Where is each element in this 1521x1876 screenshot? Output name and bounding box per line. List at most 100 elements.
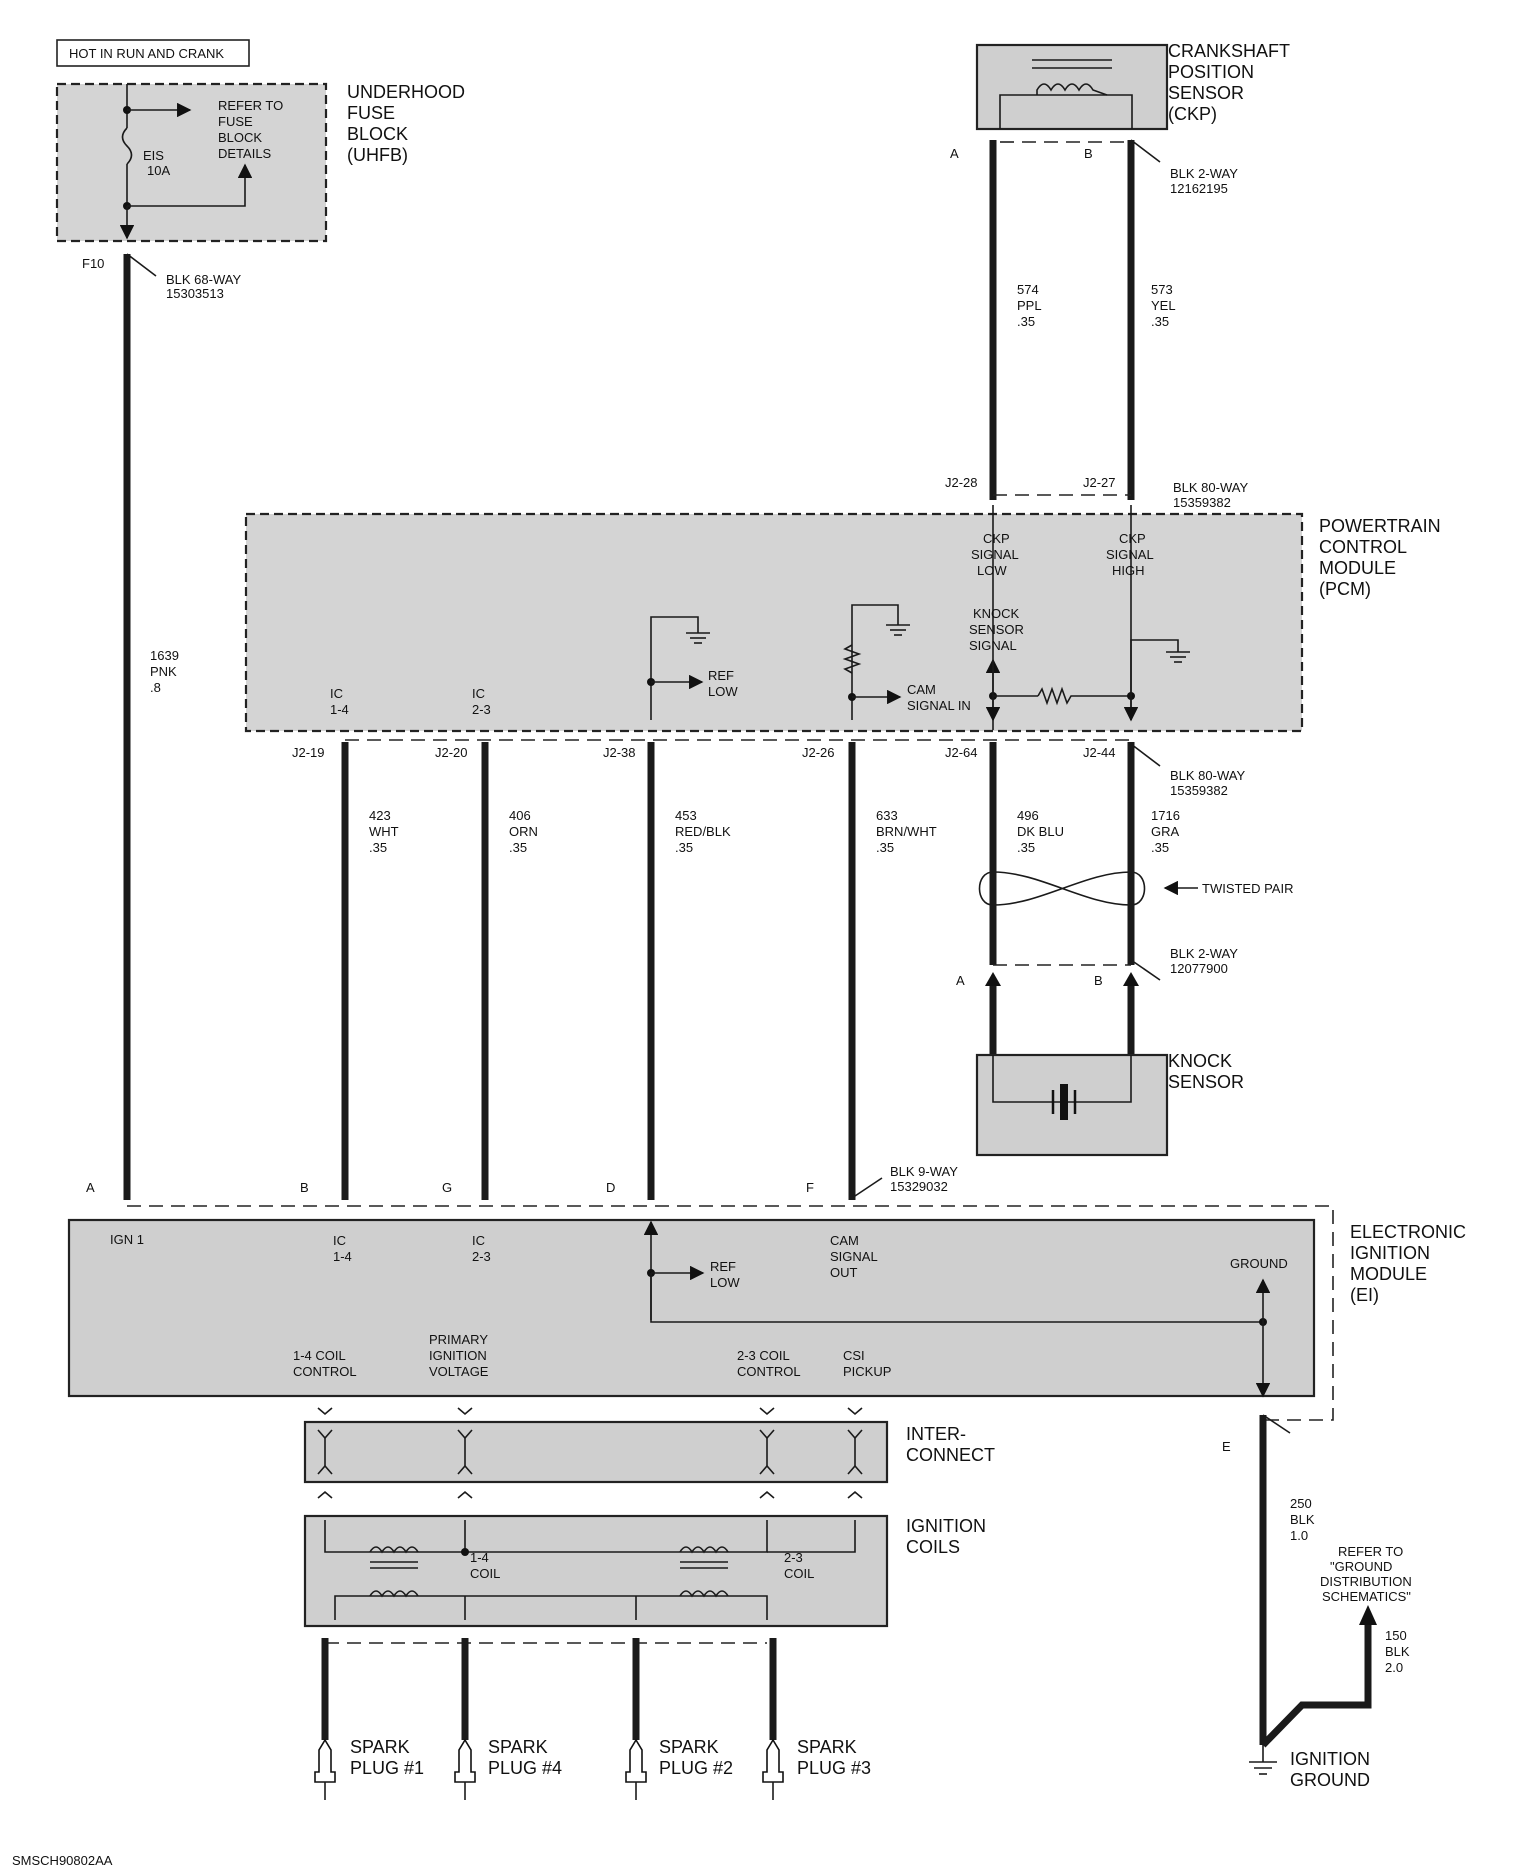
svg-text:PNK: PNK [150, 664, 177, 679]
pcm-ckp-signal-high: CKP SIGNAL HIGH [1106, 531, 1154, 578]
svg-text:PLUG #2: PLUG #2 [659, 1758, 733, 1778]
svg-text:573: 573 [1151, 282, 1173, 297]
ckp-connector-label: BLK 2-WAY 12162195 [1170, 166, 1238, 196]
svg-text:INTER-: INTER- [906, 1424, 966, 1444]
knock-sensor [975, 1053, 1169, 1157]
svg-text:423: 423 [369, 808, 391, 823]
svg-text:PPL: PPL [1017, 298, 1042, 313]
svg-text:(CKP): (CKP) [1168, 104, 1217, 124]
svg-text:CONNECT: CONNECT [906, 1445, 995, 1465]
svg-text:453: 453 [675, 808, 697, 823]
svg-text:2-3: 2-3 [472, 702, 491, 717]
svg-text:250: 250 [1290, 1496, 1312, 1511]
svg-text:CONTROL: CONTROL [293, 1364, 357, 1379]
ground-distribution-reference: REFER TO "GROUND DISTRIBUTION SCHEMATICS… [1320, 1544, 1412, 1604]
svg-text:2-3: 2-3 [472, 1249, 491, 1264]
svg-text:2.0: 2.0 [1385, 1660, 1403, 1675]
svg-text:1-4: 1-4 [330, 702, 349, 717]
svg-text:J2-20: J2-20 [435, 745, 468, 760]
pcm-ref-low: REF LOW [708, 668, 738, 699]
svg-text:D: D [606, 1180, 615, 1195]
svg-text:574: 574 [1017, 282, 1039, 297]
ei-primary-ignition-voltage: PRIMARY IGNITION VOLTAGE [429, 1332, 489, 1379]
spark-plug-4-label: SPARK PLUG #4 [488, 1737, 562, 1778]
ei-1-4-coil-control: 1-4 COIL CONTROL [293, 1348, 357, 1379]
svg-text:SIGNAL IN: SIGNAL IN [907, 698, 971, 713]
wire-150-blk [1260, 1625, 1372, 1748]
svg-text:FUSE: FUSE [218, 114, 253, 129]
svg-text:12162195: 12162195 [1170, 181, 1228, 196]
svg-text:.8: .8 [150, 680, 161, 695]
svg-text:ELECTRONIC: ELECTRONIC [1350, 1222, 1466, 1242]
svg-text:UNDERHOOD: UNDERHOOD [347, 82, 465, 102]
svg-text:(PCM): (PCM) [1319, 579, 1371, 599]
ignition-coils-title: IGNITION COILS [906, 1516, 986, 1557]
svg-text:.35: .35 [509, 840, 527, 855]
ei-ign1: IGN 1 [110, 1232, 144, 1247]
figure-id: SMSCH90802AA [12, 1853, 113, 1868]
svg-text:IC: IC [472, 1233, 485, 1248]
wire-633-label: 633 BRN/WHT .35 [876, 808, 937, 855]
svg-text:1639: 1639 [150, 648, 179, 663]
wire-453-label: 453 RED/BLK .35 [675, 808, 731, 855]
svg-text:10A: 10A [147, 163, 170, 178]
svg-text:IC: IC [472, 686, 485, 701]
svg-text:PLUG #3: PLUG #3 [797, 1758, 871, 1778]
svg-text:1.0: 1.0 [1290, 1528, 1308, 1543]
svg-text:15359382: 15359382 [1173, 495, 1231, 510]
svg-text:SCHEMATICS": SCHEMATICS" [1322, 1589, 1411, 1604]
svg-text:.35: .35 [1151, 840, 1169, 855]
svg-text:GROUND: GROUND [1290, 1770, 1370, 1790]
svg-text:CAM: CAM [830, 1233, 859, 1248]
svg-text:EIS: EIS [143, 148, 164, 163]
svg-text:COIL: COIL [784, 1566, 814, 1581]
svg-text:BLK 68-WAY: BLK 68-WAY [166, 272, 241, 287]
pcm-bottom-pins: J2-19 J2-20 J2-38 J2-26 J2-64 J2-44 [292, 745, 1116, 760]
svg-text:B: B [300, 1180, 309, 1195]
svg-text:DK BLU: DK BLU [1017, 824, 1064, 839]
svg-text:SENSOR: SENSOR [1168, 83, 1244, 103]
underhood-fuse-block: EIS 10A REFER TO FUSE BLOCK DETAILS [55, 82, 328, 243]
pcm-ckp-signal-low: CKP SIGNAL LOW [971, 531, 1019, 578]
pcm-cam-signal-in: CAM SIGNAL IN [907, 682, 971, 713]
svg-text:COIL: COIL [470, 1566, 500, 1581]
ei-2-3-coil-control: 2-3 COIL CONTROL [737, 1348, 801, 1379]
svg-text:IGNITION: IGNITION [1290, 1749, 1370, 1769]
svg-text:LOW: LOW [710, 1275, 740, 1290]
twisted-pair-symbol [978, 871, 1146, 906]
wire-423-label: 423 WHT .35 [369, 808, 399, 855]
svg-text:FUSE: FUSE [347, 103, 395, 123]
knock-pin-b: B [1094, 973, 1103, 988]
svg-text:12077900: 12077900 [1170, 961, 1228, 976]
uhfb-pin-f10: F10 [82, 256, 104, 271]
svg-text:GRA: GRA [1151, 824, 1180, 839]
svg-text:CONTROL: CONTROL [1319, 537, 1407, 557]
ei-csi-pickup: CSI PICKUP [843, 1348, 891, 1379]
ckp-pin-b: B [1084, 146, 1093, 161]
svg-text:BLOCK: BLOCK [347, 124, 408, 144]
svg-text:406: 406 [509, 808, 531, 823]
pcm-knock-sensor-signal: KNOCK SENSOR SIGNAL [969, 606, 1024, 653]
wire-1716-label: 1716 GRA .35 [1151, 808, 1180, 855]
ckp-title: CRANKSHAFT POSITION SENSOR (CKP) [1168, 41, 1290, 124]
svg-text:BLOCK: BLOCK [218, 130, 262, 145]
svg-text:.35: .35 [876, 840, 894, 855]
svg-text:IGNITION: IGNITION [906, 1516, 986, 1536]
interconnect-title: INTER- CONNECT [906, 1424, 995, 1465]
svg-text:(UHFB): (UHFB) [347, 145, 408, 165]
svg-text:15303513: 15303513 [166, 286, 224, 301]
ei-ground: GROUND [1230, 1256, 1288, 1271]
svg-text:SPARK: SPARK [488, 1737, 548, 1757]
svg-text:SPARK: SPARK [659, 1737, 719, 1757]
knock-pin-a: A [956, 973, 965, 988]
pcm-ic-1-4: IC 1-4 [330, 686, 349, 717]
svg-text:REFER TO: REFER TO [1338, 1544, 1403, 1559]
spark-plug-icons [314, 1738, 784, 1800]
svg-text:RED/BLK: RED/BLK [675, 824, 731, 839]
svg-text:J2-19: J2-19 [292, 745, 325, 760]
svg-text:ORN: ORN [509, 824, 538, 839]
uhfb-connector-label: BLK 68-WAY 15303513 [166, 272, 241, 301]
svg-text:1-4 COIL: 1-4 COIL [293, 1348, 346, 1363]
svg-text:LOW: LOW [977, 563, 1007, 578]
